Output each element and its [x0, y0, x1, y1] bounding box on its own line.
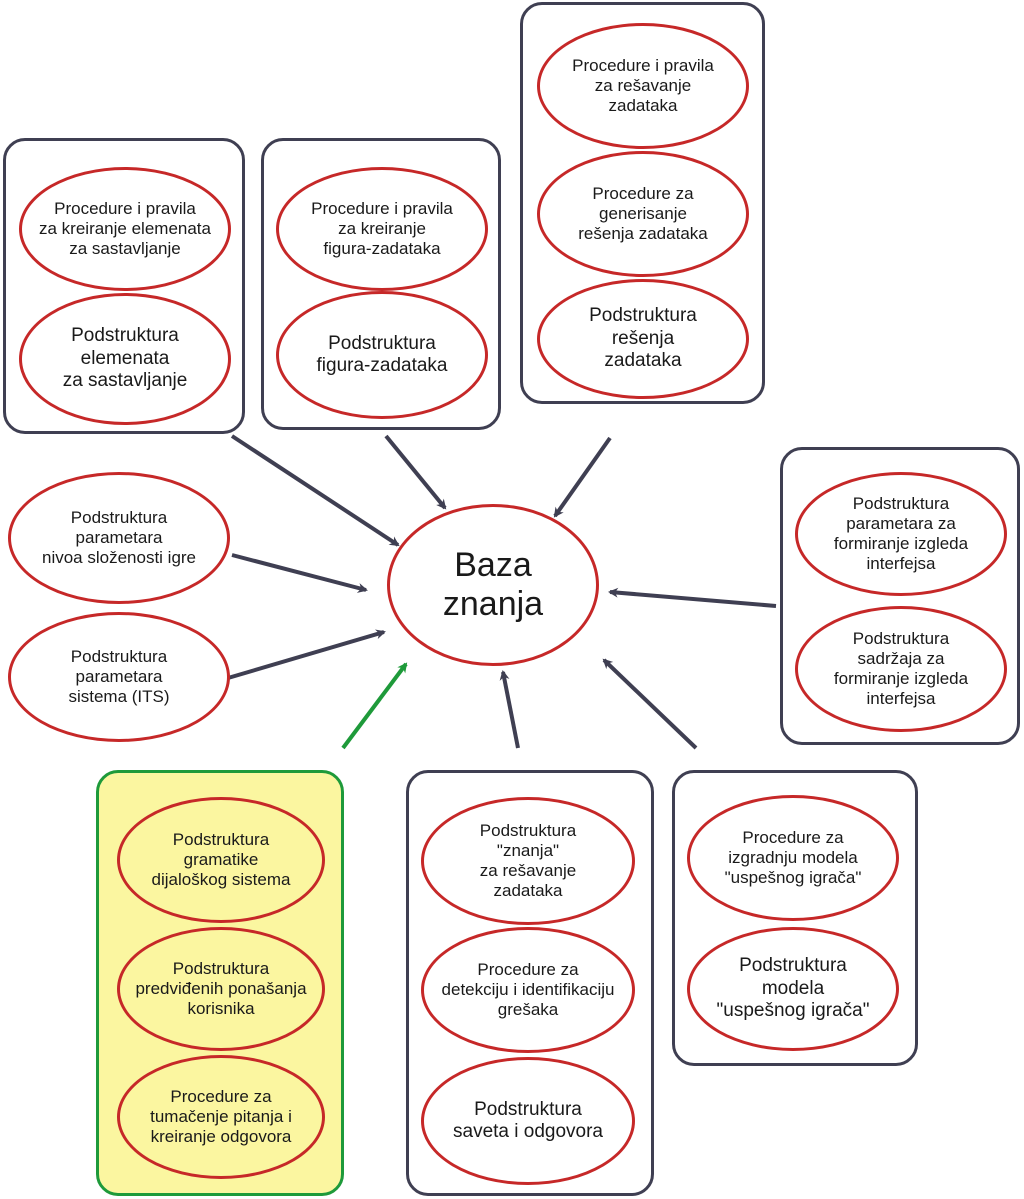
node-label: Podstruktura saveta i odgovora [453, 1098, 603, 1142]
node-label: Podstruktura "znanja" za rešavanje zadat… [479, 820, 577, 901]
node-label: Procedure i pravila za kreiranje figura-… [311, 198, 453, 259]
node-pod-izgleda-param: Podstruktura parametara za formiranje iz… [795, 472, 1007, 596]
group-figure: Procedure i pravila za kreiranje figura-… [261, 138, 501, 430]
node-baza-znanja: Baza znanja [387, 504, 599, 666]
node-pod-saveta: Podstruktura saveta i odgovora [421, 1057, 635, 1185]
node-pod-resenja: Podstruktura rešenja zadataka [537, 279, 749, 399]
node-label: Procedure i pravila za rešavanje zadatak… [572, 55, 714, 116]
node-pod-slozenosti: Podstruktura parametara nivoa složenosti… [8, 472, 230, 604]
node-pod-znanja: Podstruktura "znanja" za rešavanje zadat… [421, 797, 635, 925]
node-label: Podstruktura predviđenih ponašanja koris… [135, 958, 307, 1019]
node-pod-model-igraca: Podstruktura modela "uspešnog igrača" [687, 927, 899, 1051]
arrow-from-slozenosti [231, 553, 368, 593]
group-interfejs: Podstruktura parametara za formiranje iz… [780, 447, 1020, 745]
node-pod-figura: Podstruktura figura-zadataka [276, 291, 488, 419]
node-label: Procedure za tumačenje pitanja i kreiran… [150, 1086, 292, 1147]
node-label: Procedure za detekciju i identifikaciju … [441, 959, 615, 1020]
node-label: Procedure i pravila za kreiranje elemena… [39, 198, 211, 259]
node-label: Podstruktura sadržaja za formiranje izgl… [833, 628, 969, 709]
node-proc-kreiranje-elemenata: Procedure i pravila za kreiranje elemena… [19, 167, 231, 291]
node-pod-gramatike: Podstruktura gramatike dijaloškog sistem… [117, 797, 325, 923]
arrow-from-resavanje [553, 436, 612, 518]
node-proc-generisanje: Procedure za generisanje rešenja zadatak… [537, 151, 749, 277]
arrow-from-figure [384, 434, 447, 510]
node-pod-izgleda-sadrzaj: Podstruktura sadržaja za formiranje izgl… [795, 606, 1007, 732]
node-pod-ponasanja: Podstruktura predviđenih ponašanja koris… [117, 927, 325, 1051]
arrow-from-model [602, 658, 698, 750]
node-label: Procedure za izgradnju modela "uspešnog … [724, 827, 862, 888]
node-proc-model-igraca: Procedure za izgradnju modela "uspešnog … [687, 795, 899, 921]
node-proc-tumacenje: Procedure za tumačenje pitanja i kreiran… [117, 1055, 325, 1179]
node-label: Podstruktura parametara za formiranje iz… [833, 493, 969, 574]
node-label: Podstruktura figura-zadataka [316, 332, 448, 376]
group-resavanje: Procedure i pravila za rešavanje zadatak… [520, 2, 765, 404]
group-dijaloski-sistem: Podstruktura gramatike dijaloškog sistem… [96, 770, 344, 1196]
node-proc-kreiranje-figura: Procedure i pravila za kreiranje figura-… [276, 167, 488, 291]
node-label: Podstruktura rešenja zadataka [589, 305, 697, 372]
arrow-from-sistema [227, 629, 386, 680]
node-label: Podstruktura parametara sistema (ITS) [68, 646, 170, 707]
node-proc-detekcija: Procedure za detekciju i identifikaciju … [421, 927, 635, 1053]
node-pod-elemenata: Podstruktura elemenata za sastavljanje [19, 293, 231, 425]
group-model-igraca: Procedure za izgradnju modela "uspešnog … [672, 770, 918, 1066]
node-label: Podstruktura gramatike dijaloškog sistem… [151, 829, 291, 890]
node-pod-sistema: Podstruktura parametara sistema (ITS) [8, 612, 230, 742]
node-proc-resavanje: Procedure i pravila za rešavanje zadatak… [537, 23, 749, 149]
group-saveti: Podstruktura "znanja" za rešavanje zadat… [406, 770, 654, 1196]
node-label: Podstruktura modela "uspešnog igrača" [716, 955, 870, 1022]
group-elementi: Procedure i pravila za kreiranje elemena… [3, 138, 245, 434]
arrow-from-interfejs [608, 587, 777, 608]
center-label: Baza znanja [442, 545, 544, 623]
node-label: Podstruktura parametara nivoa složenosti… [41, 507, 197, 568]
node-label: Procedure za generisanje rešenja zadatak… [578, 183, 708, 244]
arrow-from-elementi [230, 434, 400, 547]
arrow-from-saveti [499, 670, 520, 749]
node-label: Podstruktura elemenata za sastavljanje [62, 325, 188, 392]
arrow-from-dijaloski [341, 662, 408, 750]
